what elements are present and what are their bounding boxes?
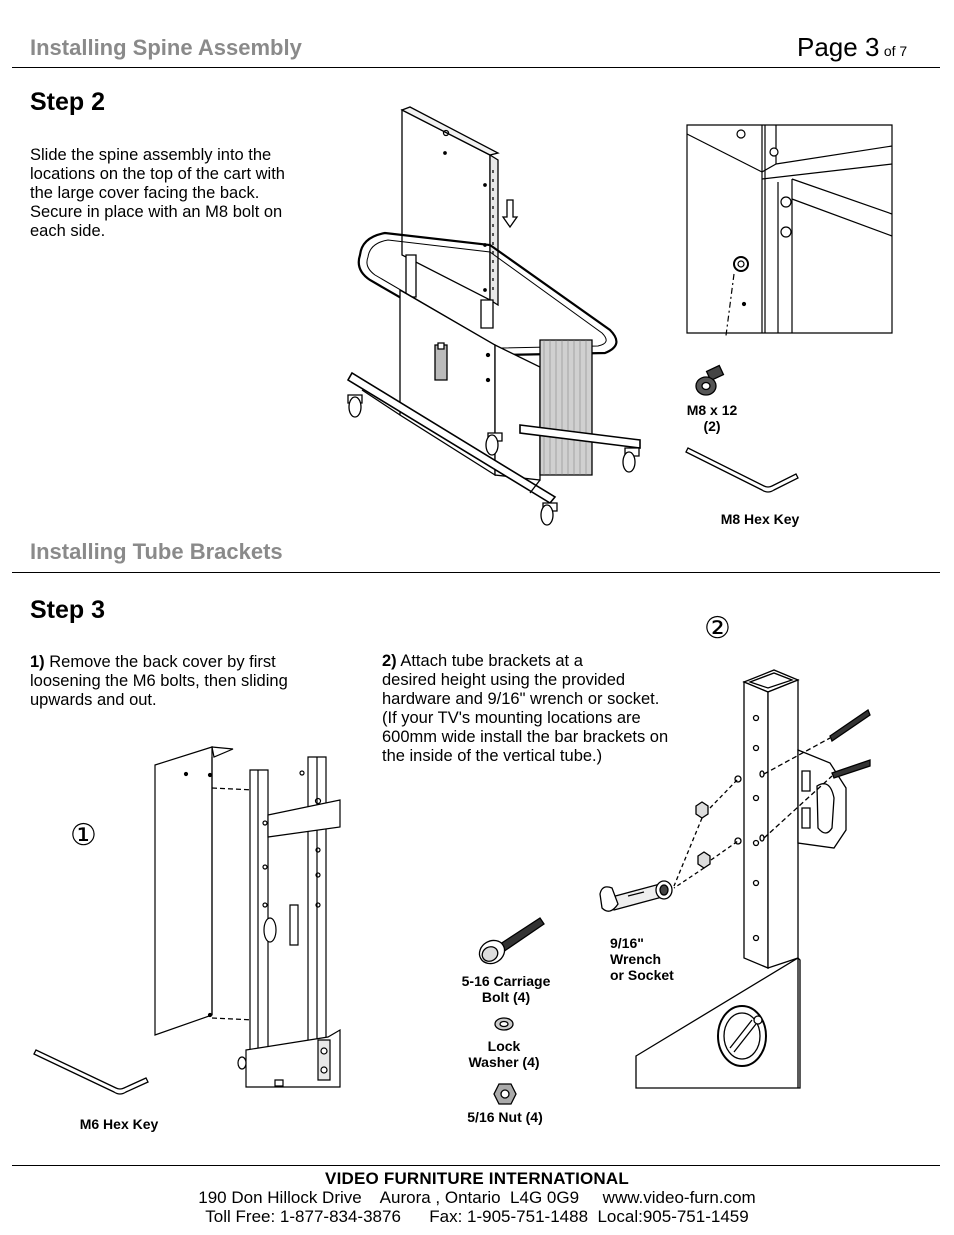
- m6-hex-key-label: M6 Hex Key: [79, 1116, 159, 1132]
- m8-hex-key-label: M8 Hex Key: [720, 511, 800, 527]
- m6-hex-key-icon: [30, 1048, 152, 1098]
- part2-line: 600mm wide install the bar brackets on: [382, 728, 669, 746]
- step2-line: Slide the spine assembly into the: [30, 146, 272, 164]
- m8-bolt-label: M8 x 12 (2): [672, 402, 752, 434]
- step3-part1-instructions: 1) Remove the back cover by first loosen…: [30, 653, 360, 710]
- wrench-line2: Wrench: [610, 951, 662, 967]
- footer-phone: Toll Free: 1-877-834-3876 Fax: 1-905-751…: [205, 1207, 749, 1226]
- nut-label: 5/16 Nut (4): [467, 1109, 543, 1125]
- footer-rule: [12, 1165, 940, 1166]
- page-number: Page 3 of 7: [797, 32, 907, 63]
- marker-2: ②: [704, 611, 731, 646]
- footer-address: 190 Don Hillock Drive Aurora , Ontario L…: [198, 1188, 756, 1207]
- step2-line: the large cover facing the back.: [30, 184, 260, 202]
- part1-line: Remove the back cover by first: [44, 653, 276, 671]
- part1-line: upwards and out.: [30, 691, 157, 709]
- carriage-bolt-line2: Bolt (4): [481, 989, 531, 1005]
- marker-1: ①: [70, 818, 97, 853]
- nut-icon: [492, 1082, 518, 1106]
- carriage-bolt-icon: [474, 910, 550, 968]
- step2-line: Secure in place with an M8 bolt on: [30, 203, 283, 221]
- step2-instructions: Slide the spine assembly into the locati…: [30, 146, 360, 241]
- page-label: Page 3: [797, 32, 880, 62]
- m8-bolt-size: M8 x 12: [686, 402, 738, 418]
- wrench-line1: 9/16": [610, 935, 644, 951]
- step2-line: locations on the top of the cart with: [30, 165, 285, 183]
- part2-prefix: 2): [382, 652, 397, 670]
- lock-washer-label: Lock Washer (4): [454, 1038, 554, 1070]
- section2-rule: [12, 572, 940, 573]
- m8-bolt-icon: [694, 364, 728, 400]
- step2-line: each side.: [30, 222, 106, 240]
- step3-title: Step 3: [30, 596, 106, 624]
- lock-washer-line2: Washer (4): [468, 1054, 540, 1070]
- carriage-bolt-label: 5-16 Carriage Bolt (4): [450, 973, 562, 1005]
- wrench-line3: or Socket: [610, 967, 674, 983]
- back-cover-illustration: [150, 745, 345, 1090]
- lock-washer-icon: [492, 1015, 516, 1033]
- step3-part2-instructions: 2) Attach tube brackets at a desired hei…: [382, 652, 722, 766]
- tube-bracket-illustration: [634, 668, 872, 1092]
- part2-line: desired height using the provided: [382, 671, 626, 689]
- part1-line: loosening the M6 bolts, then sliding: [30, 672, 288, 690]
- part2-line: hardware and 9/16" wrench or socket.: [382, 690, 660, 708]
- page-of: of 7: [883, 43, 908, 59]
- footer-company: VIDEO FURNITURE INTERNATIONAL: [325, 1169, 629, 1188]
- wrench-icon: [598, 876, 678, 920]
- carriage-bolt-line1: 5-16 Carriage: [461, 973, 551, 989]
- part2-line: the inside of the vertical tube.): [382, 747, 603, 765]
- step2-title: Step 2: [30, 88, 106, 116]
- header-rule: [12, 67, 940, 68]
- section-title-tube: Installing Tube Brackets: [30, 539, 283, 564]
- part2-line: Attach tube brackets at a: [396, 652, 583, 670]
- cart-spine-illustration: [340, 105, 660, 530]
- part1-prefix: 1): [30, 653, 45, 671]
- m8-hex-key-icon: [682, 446, 802, 498]
- spine-detail-illustration: [686, 124, 894, 336]
- lock-washer-line1: Lock: [487, 1038, 521, 1054]
- m8-bolt-qty: (2): [703, 418, 721, 434]
- wrench-label: 9/16" Wrench or Socket: [610, 935, 700, 983]
- section-title-spine: Installing Spine Assembly: [30, 35, 302, 60]
- part2-line: (If your TV's mounting locations are: [382, 709, 641, 727]
